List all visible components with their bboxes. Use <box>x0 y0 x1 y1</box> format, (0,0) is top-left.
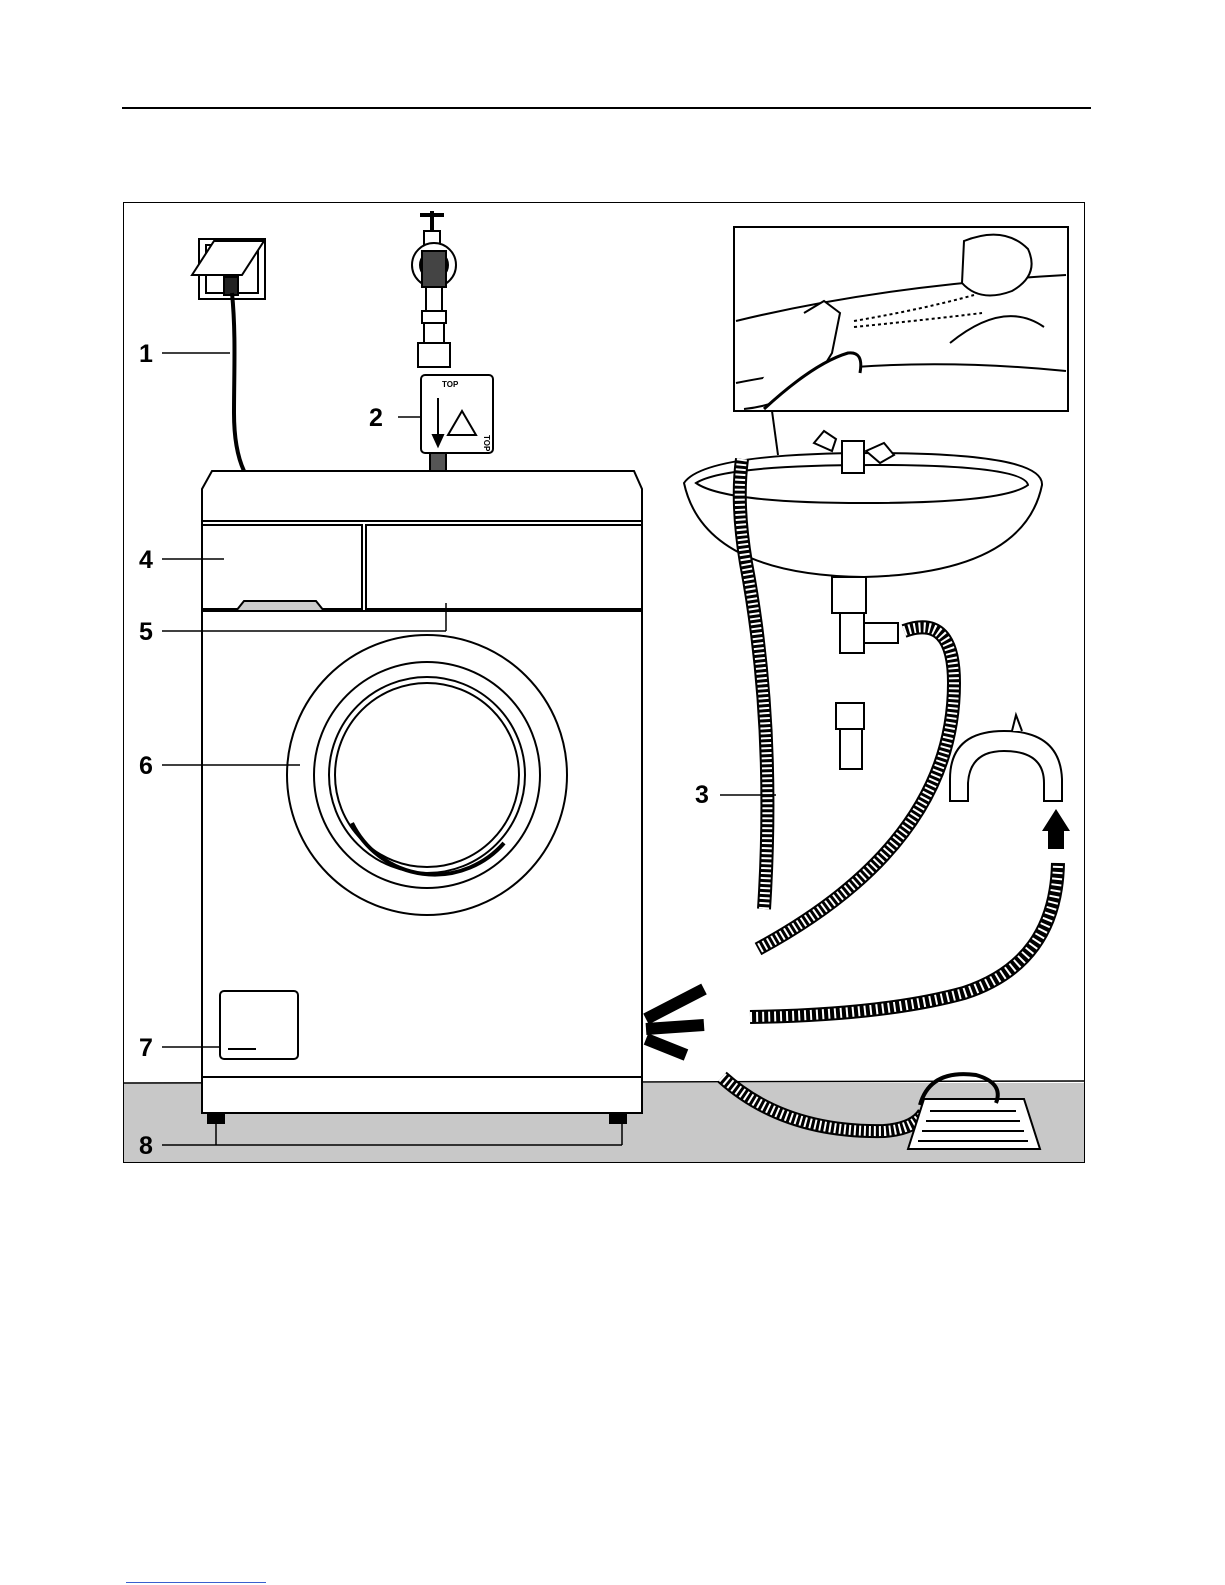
illustration-frame: TOP TOP <box>123 202 1085 1163</box>
detergent-drawer <box>202 525 362 609</box>
hose-hook <box>950 715 1062 801</box>
control-panel <box>366 525 642 609</box>
callout-3: 3 <box>695 783 709 808</box>
header-rule <box>122 107 1091 109</box>
callout-8: 8 <box>139 1134 153 1159</box>
valve-label-top-b: TOP <box>482 435 491 452</box>
washing-machine <box>202 471 642 1123</box>
valve-label-top-a: TOP <box>442 380 459 389</box>
callout-4: 4 <box>139 548 153 573</box>
callout-6: 6 <box>139 754 153 779</box>
plinth <box>202 1077 642 1113</box>
wall-socket <box>192 239 265 299</box>
callout-1: 1 <box>139 342 153 367</box>
washing-machine-installation-illustration: TOP TOP <box>124 203 1085 1163</box>
waterproof-valve <box>421 375 493 471</box>
insert-arrow <box>1042 809 1070 849</box>
callout-7: 7 <box>139 1036 153 1061</box>
inset-detail <box>734 227 1068 411</box>
callout-5: 5 <box>139 620 153 645</box>
power-cord <box>232 293 244 471</box>
footer-link-underline <box>126 1582 266 1583</box>
callout-2: 2 <box>369 406 383 431</box>
water-tap <box>412 211 456 367</box>
